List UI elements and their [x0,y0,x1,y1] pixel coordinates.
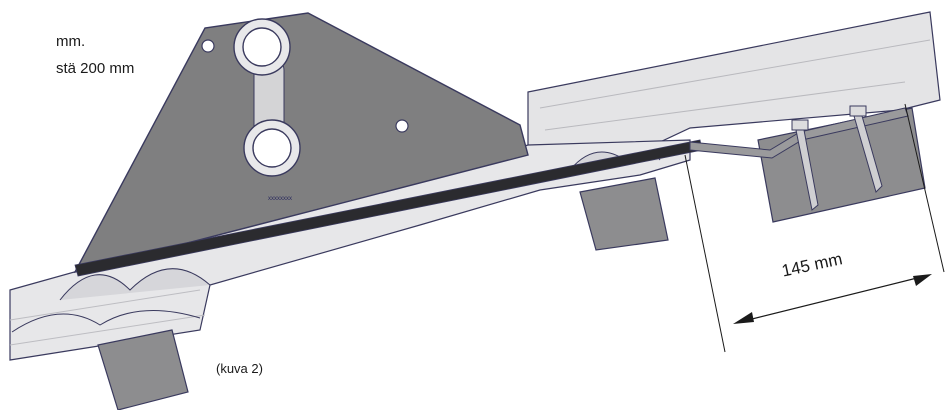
arrow-right-icon [913,274,932,286]
arrow-left-icon [733,312,754,324]
bolt-hole-icon [201,39,215,53]
mounting-plate [73,12,909,277]
figure-caption: (kuva 2) [216,361,263,376]
bolt-fittings: xxxxxxxx [201,18,409,202]
instruction-text-line-1: mm. [56,33,86,50]
roof-tiles [9,11,941,361]
dimension-annotation [684,103,945,353]
svg-text:xxxxxxxx: xxxxxxxx [268,196,292,202]
screw-icon [791,105,883,211]
instruction-text-line-2: stä 200 mm [56,60,135,77]
